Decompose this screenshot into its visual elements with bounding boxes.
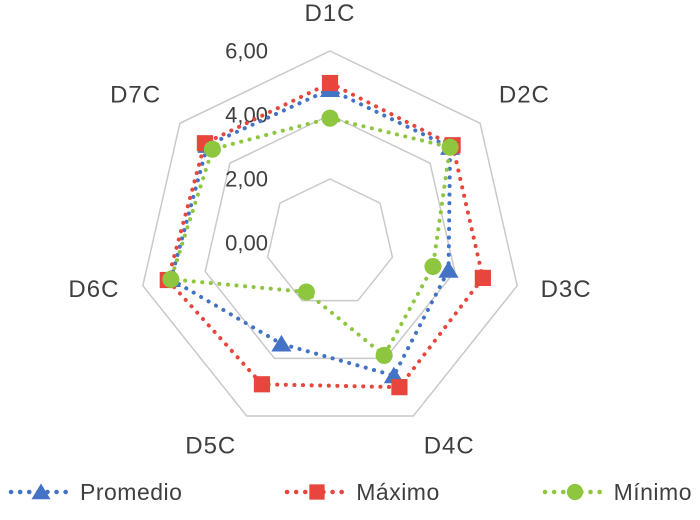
legend-label-maximo: Máximo [356, 478, 440, 505]
legend-marker-minimo-icon [542, 483, 607, 501]
square-legend-marker-Máximo [309, 484, 325, 500]
series-line-Mínimo [168, 116, 453, 359]
axis-label-D4C: D4C [424, 433, 475, 460]
circle-marker-Mínimo [321, 109, 339, 127]
circle-marker-Mínimo [375, 346, 393, 364]
axis-label-D1C: D1C [304, 0, 355, 27]
series-line-Máximo [165, 80, 486, 390]
square-marker-Máximo [391, 379, 408, 396]
tick-label-3: 6,00 [225, 39, 268, 64]
legend-marker-promedio-icon [8, 483, 74, 500]
triangle-legend-marker-Promedio [31, 483, 51, 500]
tick-label-1: 2,00 [225, 167, 268, 192]
legend-item-minimo: Mínimo [542, 479, 692, 506]
axis-label-D5C: D5C [185, 433, 236, 460]
legend-label-promedio: Promedio [80, 478, 183, 505]
series-line-Promedio [168, 87, 453, 378]
triangle-marker-Promedio [438, 261, 459, 278]
chart-legend: Promedio Máximo Mínimo [0, 466, 700, 518]
grid-ring-4 [204, 114, 456, 360]
circle-marker-Mínimo [297, 283, 315, 301]
axis-label-D2C: D2C [499, 81, 550, 108]
circle-marker-Mínimo [424, 257, 442, 276]
axis-label-D6C: D6C [68, 276, 119, 303]
legend-marker-maximo-icon [285, 484, 350, 500]
legend-item-maximo: Máximo [284, 479, 440, 506]
grid-ring-2 [266, 178, 394, 302]
axis-label-D7C: D7C [110, 81, 161, 108]
square-marker-Máximo [321, 74, 339, 92]
square-marker-Máximo [474, 269, 491, 286]
circle-marker-Mínimo [162, 270, 180, 288]
square-marker-Máximo [253, 376, 271, 393]
circle-legend-marker-Mínimo [566, 483, 583, 501]
circle-marker-Mínimo [441, 138, 459, 156]
axis-label-D3C: D3C [541, 276, 592, 303]
grid-ring-6 [142, 50, 518, 417]
legend-label-minimo: Mínimo [613, 478, 692, 505]
triangle-marker-Promedio [271, 334, 292, 352]
tick-label-0: 0,00 [225, 231, 268, 256]
circle-marker-Mínimo [203, 140, 221, 158]
legend-item-promedio: Promedio [8, 479, 182, 506]
